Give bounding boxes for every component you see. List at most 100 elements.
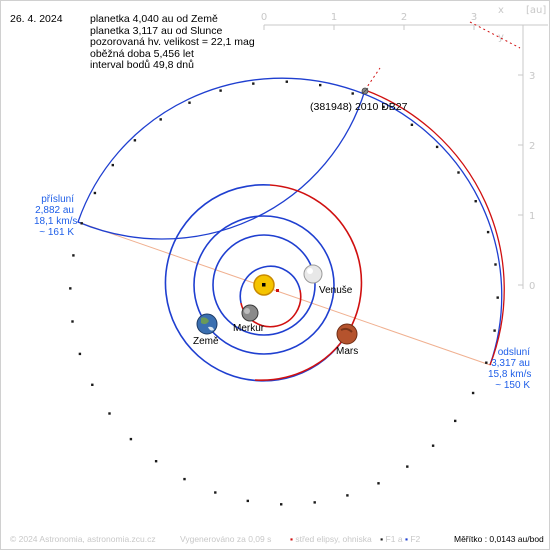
orbit-point [111, 163, 114, 167]
perihelion-speed: 18,1 km/s [34, 216, 78, 227]
orbit-point [129, 437, 133, 441]
asteroid-trail [364, 21, 521, 91]
aphelion-label: odsluní 3,317 au 15,8 km/s ~ 150 K [488, 347, 532, 391]
info-distance-sun: planetka 3,117 au od Slunce [90, 24, 223, 37]
footer-scale: Měřítko : 0,0143 au/bod [454, 534, 544, 544]
orbit-point [69, 287, 72, 290]
orbit-point [485, 361, 488, 364]
orbit-point [154, 460, 158, 463]
orbit-point [133, 139, 137, 142]
info-magnitude: pozorovaná hv. velikost = 22,1 mag [90, 36, 255, 49]
orbit-point [346, 494, 349, 497]
y-tick-label-1: 1 [529, 211, 535, 222]
orbit-point [188, 101, 191, 104]
axis-unit: [au] [526, 5, 546, 16]
mars-icon [336, 323, 358, 345]
orbit-point [280, 503, 283, 506]
x-axis-label: x [498, 5, 504, 16]
axes [263, 24, 548, 289]
orbit-point [214, 491, 217, 494]
orbit-point [474, 200, 477, 203]
asteroid-label: (381948) 2010 DB27 [310, 101, 408, 113]
aphelion-speed: 15,8 km/s [488, 369, 532, 380]
x-tick-label-2: 2 [401, 12, 407, 23]
orbit-point [319, 83, 322, 87]
legend-f2-marker: ▪ [404, 534, 408, 544]
orbit-point [493, 329, 496, 332]
orbit-point [93, 191, 97, 195]
orbit-point [246, 499, 249, 503]
info-interval: interval bodů 49,8 dnů [90, 59, 194, 72]
perihelion-temp: ~ 161 K [39, 227, 74, 238]
orbit-point [71, 320, 74, 323]
y-tick-label-3: 3 [529, 71, 535, 82]
aphelion-distance: 3,317 au [491, 358, 530, 369]
asteroid-orbit-above [77, 77, 503, 366]
sun-icon [253, 274, 275, 296]
mars-label: Mars [336, 346, 359, 357]
venus-icon [303, 264, 323, 284]
legend-center-marker: ▪ [290, 534, 294, 544]
y-axis-label: y [498, 32, 504, 43]
orbit-point [377, 482, 380, 485]
orbit-point [486, 230, 490, 234]
orbit-point [471, 391, 475, 395]
earth-label: Země [193, 336, 219, 347]
info-distance-earth: planetka 4,040 au od Země [90, 13, 218, 25]
orbit-point [494, 263, 497, 266]
orbit-point [159, 118, 162, 121]
orbit-point [219, 89, 222, 92]
legend-f1-marker: ▪ [380, 534, 384, 544]
info-block: planetka 4,040 au od Země planetka 3,117… [90, 13, 255, 72]
x-tick-label-0: 0 [261, 12, 267, 23]
mars-orbit-red [269, 184, 363, 335]
x-tick-label-1: 1 [331, 12, 337, 23]
perihelion-title: přísluní [41, 194, 74, 205]
mercury-orbit-blue [239, 265, 301, 304]
orbit-point [382, 105, 385, 109]
footer-copyright: © 2024 Astronomia, astronomia.zcu.cz [10, 534, 156, 544]
asteroid-orbit-below [364, 89, 505, 366]
orbit-point [410, 123, 414, 126]
mercury-label: Merkur [233, 323, 265, 334]
orbit-point [313, 501, 316, 504]
orbit-point [351, 92, 354, 95]
venus-orbit [212, 234, 316, 336]
orbit-point [431, 444, 435, 447]
footer-legend: ▪ střed elipsy, ohniska ▪ F1 a ▪ F2 [290, 534, 420, 544]
apsides-line [77, 221, 491, 366]
y-tick-label-2: 2 [529, 141, 535, 152]
mars-orbit-blue [164, 183, 348, 382]
legend-f2-text: F2 [410, 534, 421, 544]
orbit-point [108, 412, 111, 415]
x-tick-label-3: 3 [471, 12, 477, 23]
orbit-point [457, 171, 460, 174]
orbit-point [80, 222, 83, 225]
ellipse-center-marker [276, 289, 279, 292]
orbit-point [72, 254, 75, 257]
perihelion-label: přísluní 2,882 au 18,1 km/s ~ 161 K [34, 194, 78, 238]
footer-generated: Vygenerováno za 0,09 s [180, 534, 272, 544]
orbit-point [78, 352, 82, 356]
mars-orbit-red-low [254, 333, 348, 381]
legend-center-text: střed elipsy, ohniska [295, 534, 372, 544]
orbit-point [91, 383, 94, 386]
orbit-point [454, 419, 457, 423]
orbit-point [406, 465, 409, 468]
orbit-point [435, 145, 439, 149]
earth-orbit [193, 215, 335, 355]
orbit-point [252, 82, 255, 85]
earth-icon [196, 313, 218, 335]
aphelion-title: odsluní [497, 347, 530, 358]
date-label: 26. 4. 2024 [10, 13, 63, 25]
orbit-point [496, 296, 499, 299]
legend-f1-text: F1 a [385, 534, 403, 544]
y-tick-label-0: 0 [529, 281, 535, 292]
aphelion-temp: ~ 150 K [495, 380, 530, 391]
orbit-points [69, 80, 499, 506]
asteroid-icon [361, 87, 369, 95]
mercury-icon [241, 304, 259, 322]
venus-label: Venuše [319, 285, 353, 296]
orbit-point [285, 80, 288, 83]
